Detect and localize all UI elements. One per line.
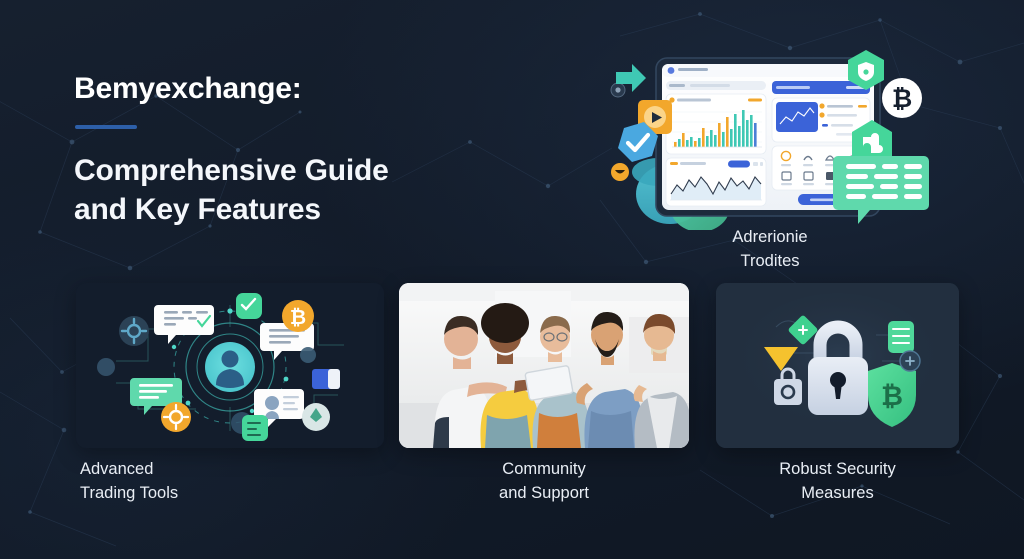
- shield-hex-badge: [848, 50, 884, 90]
- server-stack-icon: [888, 321, 914, 353]
- verified-check-badge: [618, 122, 658, 162]
- page-title: Bemyexchange:: [74, 72, 302, 105]
- feature-card-community-and-support[interactable]: [399, 283, 689, 448]
- caption-line-1: Advanced: [80, 460, 154, 478]
- ethereum-badge: [302, 403, 330, 431]
- smiley-coin-badge: [611, 163, 629, 181]
- bitcoin-coin-badge: ₿: [882, 78, 922, 118]
- team-photo: [399, 283, 689, 448]
- chat-bubble-white-right: [260, 323, 314, 360]
- person-5: [633, 313, 689, 448]
- headline-block: Bemyexchange: Comprehensive Guide and Ke…: [74, 72, 544, 230]
- diamond-badge: [788, 315, 818, 345]
- padlock-icon: [808, 320, 868, 415]
- feature-caption-community-and-support: Community and Support: [399, 458, 689, 506]
- bitcoin-coin: ₿: [282, 300, 314, 332]
- dashboard-left-column: [665, 81, 767, 155]
- wallet-card-badge: [312, 369, 340, 389]
- settings-coin-badge: [161, 402, 191, 432]
- swap-badge: [242, 415, 268, 441]
- gear-node: [119, 316, 149, 346]
- hero-floating-badges: ₿: [610, 50, 929, 224]
- dashboard-topbar: [662, 64, 874, 77]
- person-1: [433, 315, 507, 448]
- chat-bubble-badge: [833, 156, 929, 224]
- svg-text:₿: ₿: [290, 305, 306, 329]
- caption-line-2: Measures: [801, 483, 874, 502]
- caption-line-1: Community: [502, 460, 586, 478]
- svg-text:₿: ₿: [881, 381, 903, 412]
- hero-caption: Adrerionie Trodites: [640, 226, 900, 274]
- security-shield-badge: ₿: [868, 363, 916, 427]
- padlock-shield: ₿: [716, 283, 959, 448]
- feature-caption-advanced-trading-tools: Advanced Trading Tools: [80, 458, 380, 506]
- subtitle-line-1: Comprehensive Guide: [74, 153, 389, 187]
- network-hub-diagram: ₿: [76, 283, 384, 448]
- svg-text:₿: ₿: [892, 84, 912, 113]
- feature-caption-robust-security-measures: Robust Security Measures: [716, 458, 959, 506]
- play-badge: [638, 100, 672, 134]
- bar-chart-bars: [674, 110, 757, 147]
- hero-caption-line-1: Adrerionie: [732, 228, 808, 246]
- title-divider: [75, 124, 137, 129]
- hero-dashboard-illustration: ₿: [600, 44, 930, 230]
- lock-bag-icon: [774, 367, 802, 405]
- caption-line-1: Robust Security: [779, 460, 896, 478]
- hero-caption-line-2: Trodites: [740, 251, 800, 270]
- person-3: [524, 315, 590, 448]
- triangle-badge: [764, 347, 798, 371]
- shield-check-badge: [236, 293, 262, 319]
- caption-line-2: and Support: [499, 483, 589, 502]
- feature-card-advanced-trading-tools[interactable]: ₿: [76, 283, 384, 448]
- person-2: [480, 303, 557, 448]
- chat-bubble-white: [154, 305, 214, 344]
- person-4: [576, 311, 644, 448]
- caption-line-2: Trading Tools: [80, 483, 179, 502]
- page-subtitle: Comprehensive Guide and Key Features: [74, 151, 544, 231]
- node-badge: [899, 350, 921, 372]
- feature-card-robust-security-measures[interactable]: ₿: [716, 283, 959, 448]
- dashboard-line-chart-card: [665, 157, 767, 207]
- subtitle-line-2: and Key Features: [74, 193, 321, 227]
